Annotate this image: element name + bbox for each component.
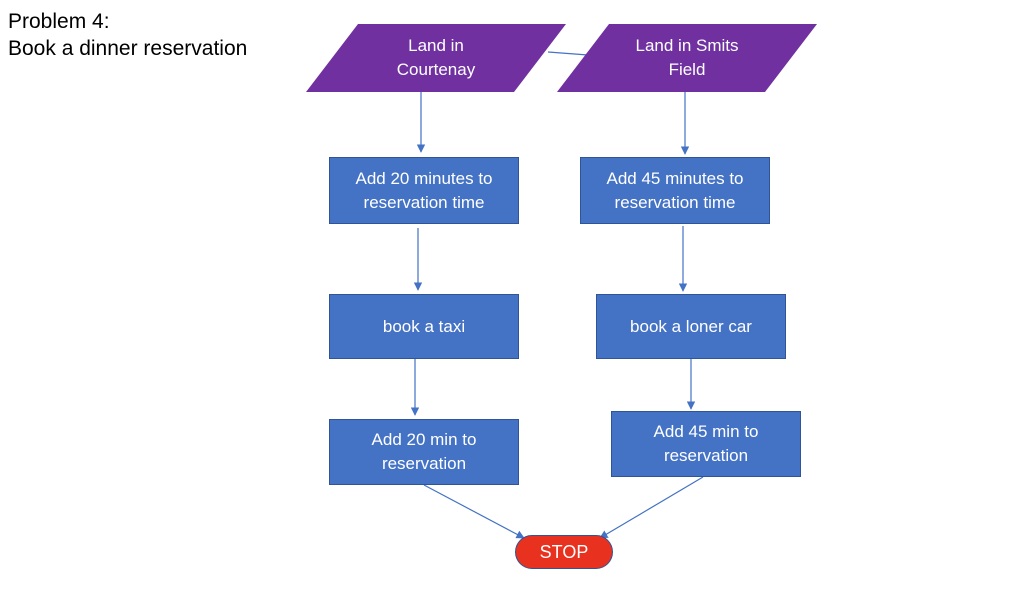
arrow-right-step3-to-stop [599, 476, 704, 539]
left-step-add-20-minutes: Add 20 minutes to reservation time [329, 157, 519, 224]
start-node-smits-field: Land in Smits Field [557, 24, 817, 92]
left-step-add-20-min-line-2: reservation [381, 454, 467, 473]
left-step-book-taxi: book a taxi [329, 294, 519, 359]
stop-label: STOP [539, 541, 589, 562]
right-step-add-45-minutes-line-1: Add 45 minutes to [606, 168, 744, 188]
left-step-add-20-min-line-1: Add 20 min to [371, 430, 477, 449]
left-step-book-taxi-label: book a taxi [382, 316, 466, 336]
parallelogram-shape [557, 24, 817, 92]
title-line-1: Problem 4: [8, 10, 110, 33]
right-step-add-45-minutes-line-2: reservation time [614, 192, 736, 212]
right-step-add-45-minutes: Add 45 minutes to reservation time [580, 157, 770, 224]
start-node-smits-field-line-1: Land in Smits [635, 36, 739, 55]
arrow-left-step3-to-stop [423, 484, 525, 539]
start-node-courtenay-line-2: Courtenay [396, 60, 476, 79]
left-step-add-20-minutes-line-1: Add 20 minutes to [355, 168, 493, 188]
left-step-add-20-min: Add 20 min to reservation [329, 419, 519, 485]
right-step-add-45-min-line-2: reservation [663, 446, 749, 465]
right-step-add-45-min: Add 45 min to reservation [611, 411, 801, 477]
left-step-add-20-minutes-line-2: reservation time [363, 192, 485, 212]
start-link-line [547, 51, 589, 56]
parallelogram-shape [306, 24, 566, 92]
right-step-add-45-min-line-1: Add 45 min to [653, 422, 759, 441]
start-node-courtenay: Land in Courtenay [306, 24, 566, 92]
title-line-2: Book a dinner reservation [8, 37, 248, 60]
right-step-book-loner-car: book a loner car [596, 294, 786, 359]
right-step-book-loner-car-label: book a loner car [630, 316, 752, 336]
stop-terminal: STOP [515, 535, 613, 569]
start-node-smits-field-line-2: Field [668, 60, 706, 79]
start-node-courtenay-line-1: Land in [408, 36, 464, 55]
diagram-title: Problem 4: Book a dinner reservation [8, 8, 247, 62]
